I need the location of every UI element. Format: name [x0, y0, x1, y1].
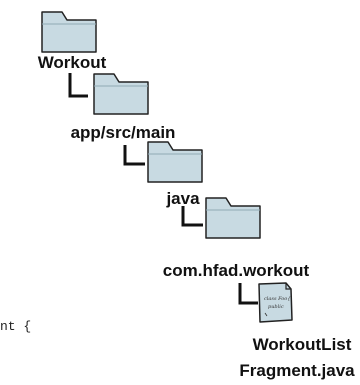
folder-icon[interactable]	[41, 11, 97, 53]
folder-label-java: java	[165, 189, 200, 208]
folder-label-workout: Workout	[38, 53, 107, 72]
file-icon-text-line1: class Foo{	[264, 296, 291, 302]
file-label-line2: Fragment.java	[239, 361, 355, 380]
connector-app-to-java	[123, 145, 145, 166]
folder-label-com-hfad-workout: com.hfad.workout	[163, 261, 310, 280]
tree-connectors	[68, 73, 258, 305]
file-label-line1: WorkoutList	[253, 335, 352, 354]
file-icon-text-line2: public	[268, 304, 284, 310]
folder-label-app-src-main: app/src/main	[71, 123, 176, 142]
folder-icon[interactable]	[205, 197, 261, 239]
folder-icon[interactable]	[93, 73, 149, 115]
connector-package-to-file	[238, 283, 258, 305]
folder-icon[interactable]	[147, 141, 203, 183]
connector-workout-to-app	[68, 73, 88, 98]
connector-java-to-package	[181, 206, 203, 227]
java-file-icon[interactable]: class Foo{ public	[258, 282, 293, 323]
code-fragment: nt {	[0, 319, 31, 334]
